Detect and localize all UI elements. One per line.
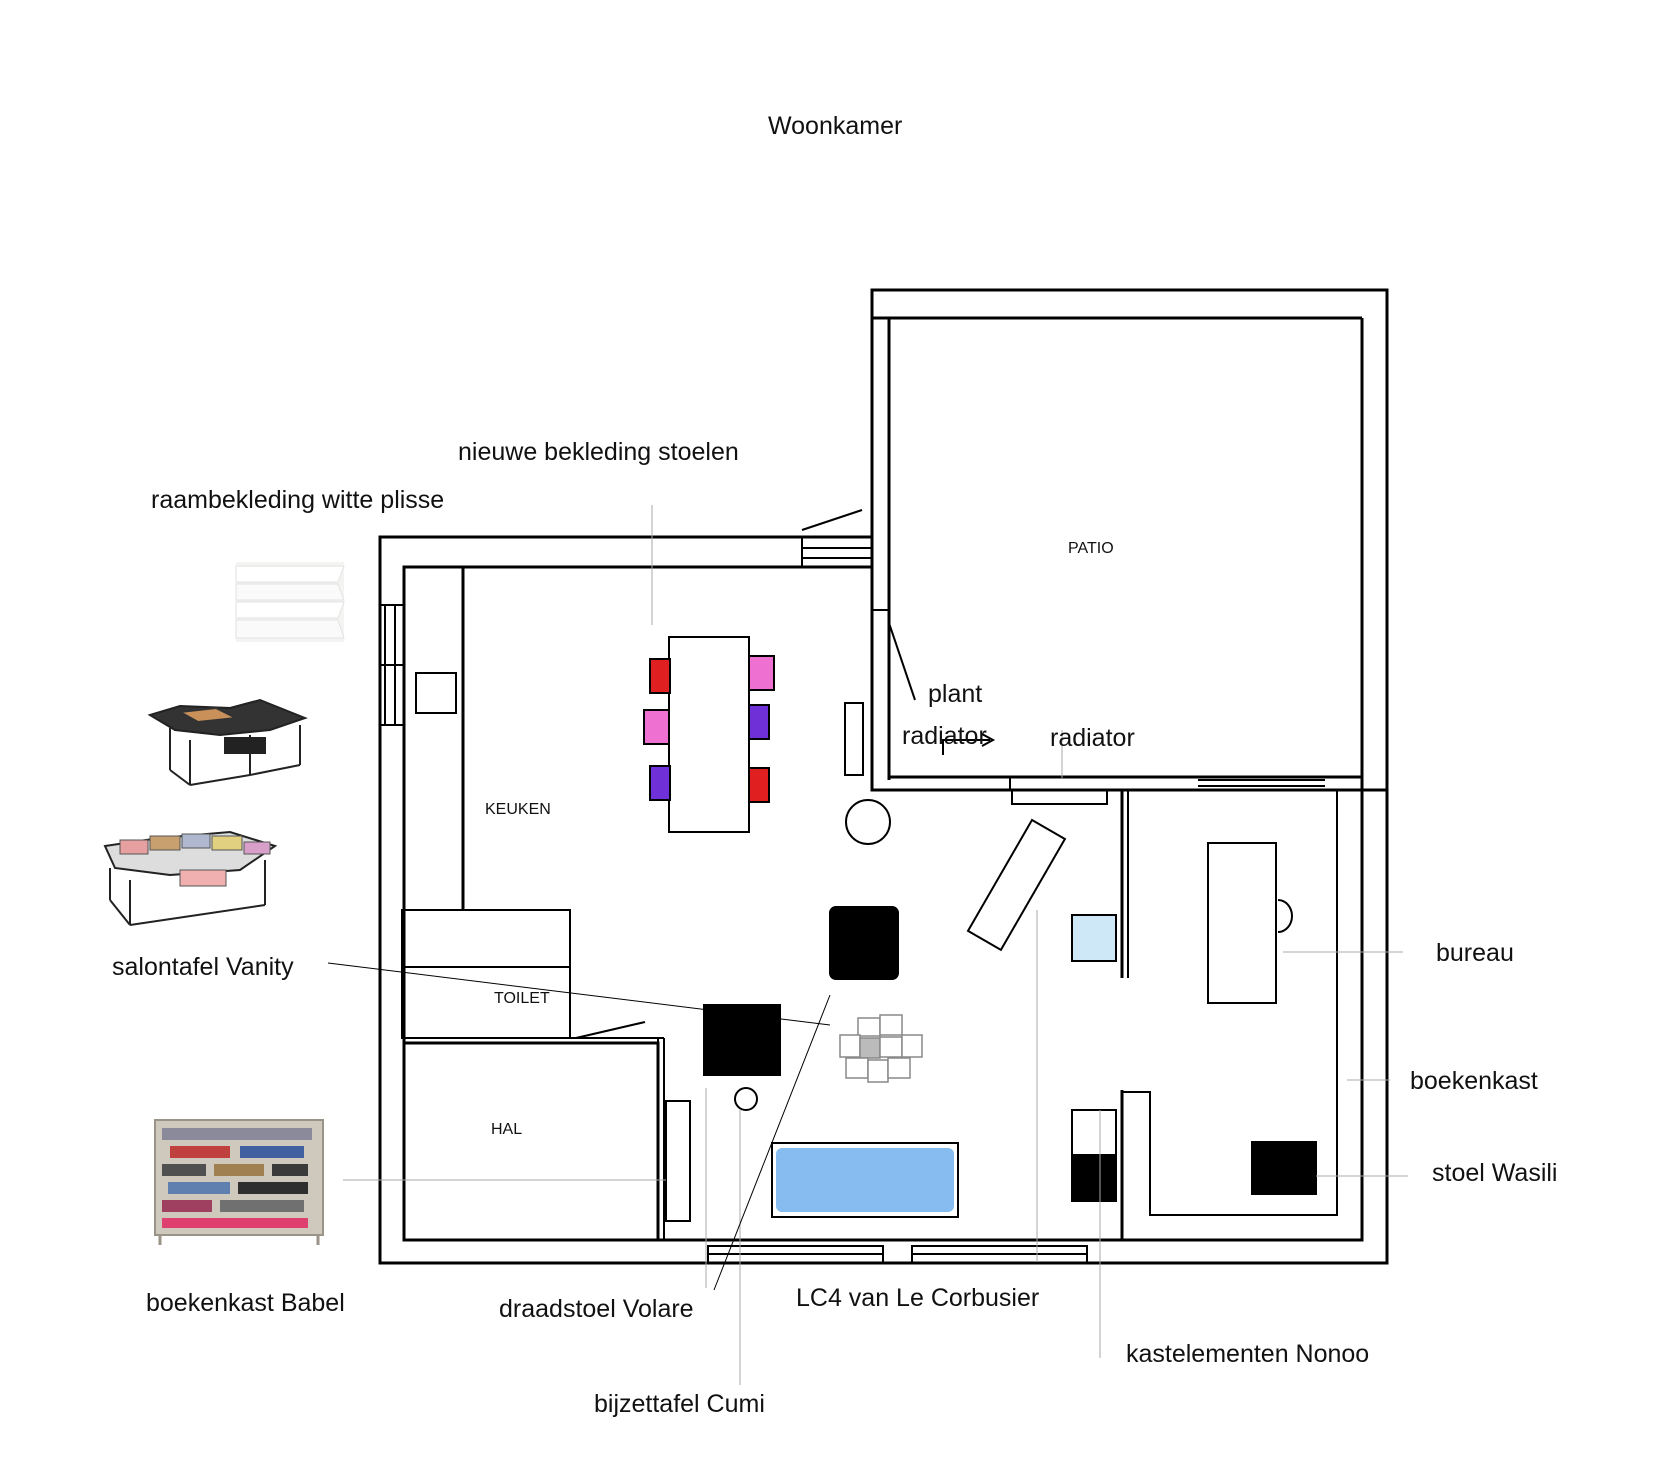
room-label-toilet: TOILET <box>494 990 550 1007</box>
kitchen-counter <box>415 567 465 910</box>
chair-pink-2 <box>748 655 775 691</box>
label-boekenkast-babel: boekenkast Babel <box>146 1289 345 1317</box>
label-radiator-1: radiator <box>902 722 987 750</box>
room-label-keuken: KEUKEN <box>485 801 551 818</box>
page-title: Woonkamer <box>768 112 902 140</box>
bijzettafel-cumi <box>734 1087 758 1111</box>
patio-walls <box>870 288 1389 792</box>
label-salontafel: salontafel Vanity <box>112 953 294 981</box>
label-lc4: LC4 van Le Corbusier <box>796 1284 1039 1312</box>
bookcase-babel-image <box>154 1119 324 1245</box>
chair-red-1 <box>649 658 671 694</box>
armchair-black-1 <box>829 906 899 980</box>
chair-purple-2 <box>748 704 770 740</box>
dining-table <box>668 636 750 833</box>
leader-lines <box>327 505 1408 1385</box>
bureau-desk <box>1207 842 1277 1004</box>
room-label-hal: HAL <box>491 1121 522 1138</box>
label-radiator-2: radiator <box>1050 724 1135 752</box>
chair-pink-1 <box>643 709 670 745</box>
label-raambekleding: raambekleding witte plisse <box>151 486 444 514</box>
dining-chairs <box>643 655 775 803</box>
chair-red-2 <box>748 767 770 803</box>
radiator-left <box>844 702 864 776</box>
label-stoel-wasili: stoel Wasili <box>1432 1159 1558 1187</box>
boekenkast-babel-plan <box>665 1100 691 1222</box>
hal-walls <box>402 1021 665 1242</box>
toilet-walls <box>401 909 571 1039</box>
chair-purple-1 <box>649 765 671 801</box>
plant-pot <box>845 799 891 845</box>
label-nieuwe-bekleding: nieuwe bekleding stoelen <box>458 438 739 466</box>
lc4-chaise <box>966 818 1067 952</box>
salontafel-plan <box>839 1014 923 1083</box>
kastelement-top <box>1071 1109 1117 1156</box>
radiator-right <box>1011 789 1108 805</box>
label-bureau: bureau <box>1436 939 1514 967</box>
label-plant: plant <box>928 680 982 708</box>
stoel-wasili-plan <box>1252 1142 1316 1194</box>
salontafel-image <box>147 698 308 786</box>
light-blue-box <box>1071 914 1117 962</box>
label-bijzettafel: bijzettafel Cumi <box>594 1390 765 1418</box>
sofa-cushion <box>776 1148 954 1212</box>
study-walls <box>1120 790 1338 1240</box>
plisse-blind-image <box>235 562 345 642</box>
salontafel-magazines-image <box>103 830 278 926</box>
bureau-chair <box>1277 899 1293 933</box>
kastelement-bottom <box>1071 1154 1117 1202</box>
room-label-patio: PATIO <box>1068 540 1114 557</box>
label-draadstoel: draadstoel Volare <box>499 1295 694 1323</box>
armchair-black-2 <box>703 1004 781 1076</box>
label-boekenkast: boekenkast <box>1410 1067 1538 1095</box>
label-kastelementen: kastelementen Nonoo <box>1126 1340 1369 1368</box>
